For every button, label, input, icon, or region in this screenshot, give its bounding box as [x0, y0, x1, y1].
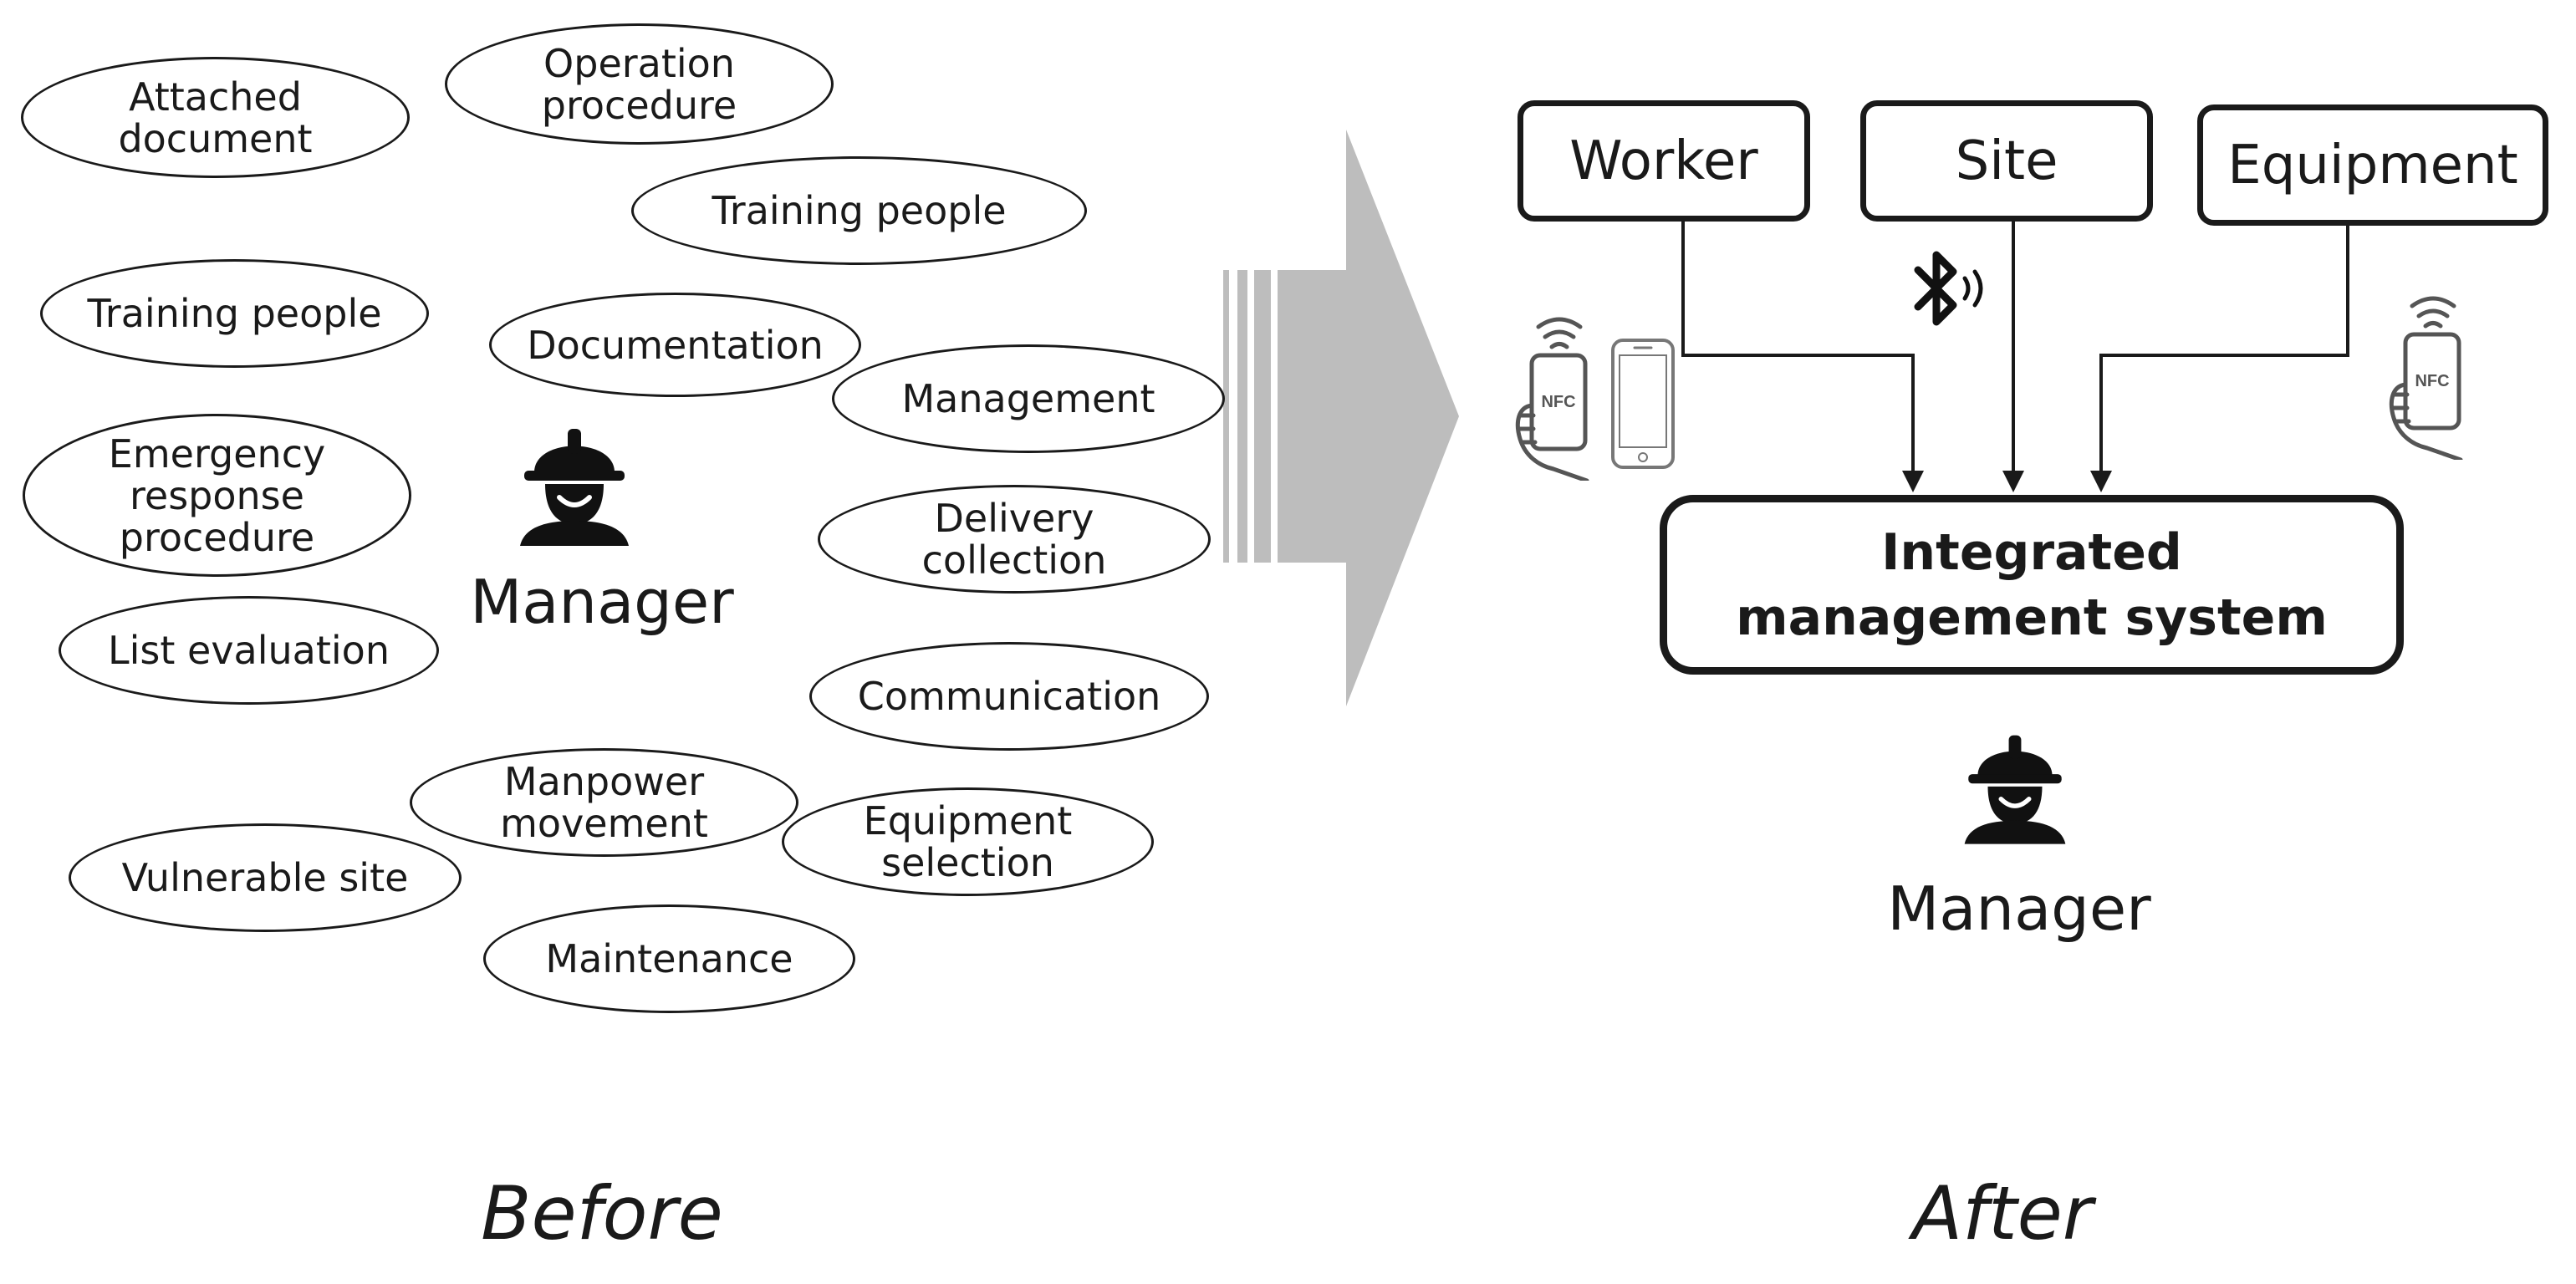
task-bubble: Equipment selection	[782, 787, 1154, 896]
before-caption: Before	[481, 1170, 723, 1256]
task-bubble: Manpower movement	[410, 748, 798, 857]
task-bubble: List evaluation	[59, 596, 439, 705]
equipment-box: Equipment	[2197, 104, 2548, 226]
task-bubble: Vulnerable site	[69, 823, 462, 932]
task-bubble: Training people	[40, 259, 429, 368]
transition-arrow	[1223, 130, 1459, 706]
nfc-phone-icon: NFC	[1515, 317, 1589, 481]
worker-helmet-icon	[520, 429, 629, 546]
task-bubble: Operation procedure	[445, 23, 834, 145]
after-caption: After	[1911, 1170, 2093, 1256]
nfc-text: NFC	[2415, 372, 2449, 390]
worker-box: Worker	[1518, 100, 1810, 222]
worker-connector	[1681, 222, 1924, 492]
task-bubble: Maintenance	[483, 904, 855, 1013]
nfc-phone-icon: NFC	[2389, 296, 2463, 460]
task-bubble: Documentation	[489, 293, 861, 397]
task-bubble: Delivery collection	[818, 485, 1211, 594]
task-bubble: Emergency response procedure	[23, 414, 411, 577]
smartphone-icon	[1611, 339, 1675, 469]
equipment-connector	[2090, 222, 2349, 492]
task-bubble: Training people	[631, 156, 1087, 265]
task-bubble: Communication	[809, 642, 1209, 751]
bluetooth-icon	[1914, 251, 1983, 326]
integrated-management-system: Integrated management system	[1660, 495, 2404, 675]
site-box: Site	[1860, 100, 2153, 222]
worker-helmet-icon	[1964, 735, 2066, 844]
task-bubble: Management	[832, 344, 1225, 453]
manager-label-before: Manager	[470, 567, 734, 637]
manager-label-after: Manager	[1887, 874, 2151, 944]
task-bubble: Attached document	[21, 57, 410, 178]
nfc-text: NFC	[1541, 393, 1575, 411]
